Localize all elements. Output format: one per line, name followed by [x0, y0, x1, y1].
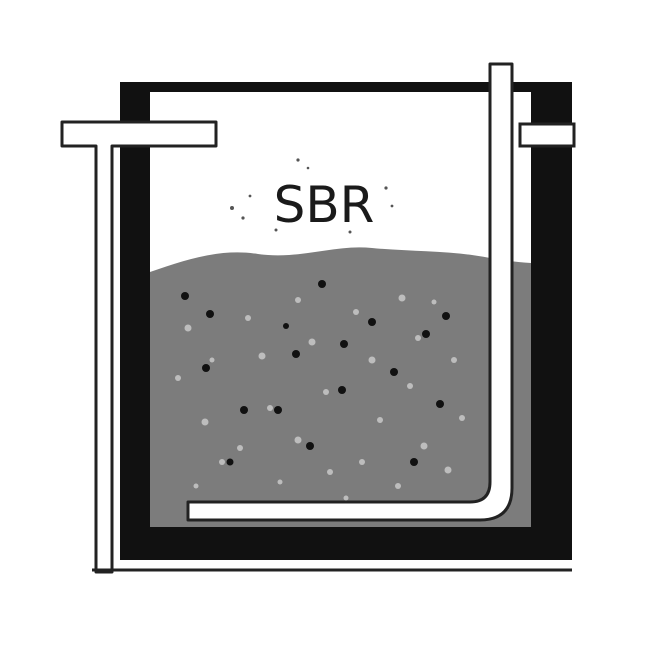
floc-particles-dark	[181, 280, 450, 466]
reactor-label: SBR	[274, 176, 375, 234]
spray-dots	[230, 158, 394, 234]
floc-particles-light	[175, 294, 465, 501]
inlet-pipe	[60, 120, 218, 574]
outlet-pipe	[518, 122, 576, 148]
decant-pipe	[186, 62, 514, 522]
inlet-pipe-body	[60, 120, 218, 574]
